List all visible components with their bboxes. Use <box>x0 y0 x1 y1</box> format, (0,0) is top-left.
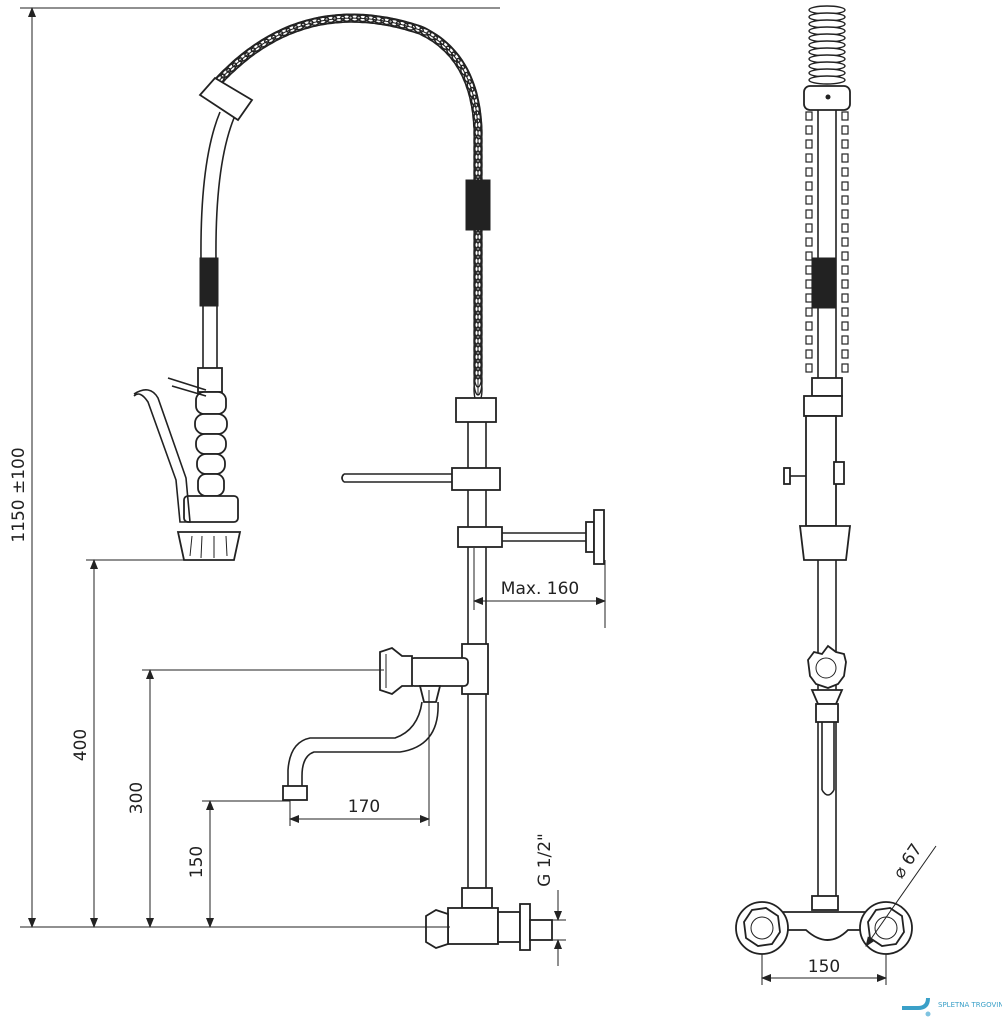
side-spring-segment <box>841 167 849 177</box>
side-spring-segment <box>841 363 849 373</box>
side-spring-segment <box>805 167 813 177</box>
side-spring-segment <box>805 279 813 289</box>
dim-spout-reach: 170 <box>348 797 380 817</box>
inlet-valve <box>425 887 553 951</box>
side-spring-segment <box>841 139 849 149</box>
side-spring-segment <box>841 111 849 121</box>
side-spring-loop <box>808 75 846 85</box>
mixer-valve <box>379 643 489 703</box>
side-spring-segment <box>805 349 813 359</box>
front-dimensions: 1150 ±100 400 300 150 170 Max. 160 G 1/2… <box>9 7 606 966</box>
side-spring-segment <box>841 349 849 359</box>
watermark-logo: SPLETNA TRGOVINA <box>902 998 1002 1017</box>
side-spring-segment <box>841 195 849 205</box>
side-spring-segment <box>805 321 813 331</box>
side-spring-segment <box>805 111 813 121</box>
side-spring-segment <box>805 363 813 373</box>
side-spring-segment <box>841 237 849 247</box>
side-spring-segment <box>805 293 813 303</box>
hose-ring <box>198 76 254 122</box>
spring-coil-back <box>214 17 479 395</box>
side-spring-segment <box>805 265 813 275</box>
side-spring-segment <box>805 223 813 233</box>
side-spring-segment <box>805 181 813 191</box>
side-spring-segment <box>841 223 849 233</box>
watermark-text: SPLETNA TRGOVINA <box>938 1001 1002 1009</box>
side-spring-segment <box>841 307 849 317</box>
side-spring-segment <box>805 209 813 219</box>
side-spring-segment <box>805 125 813 135</box>
side-spring-segment <box>841 293 849 303</box>
dim-thread: G 1/2" <box>535 833 555 887</box>
wall-support-arm <box>502 509 605 565</box>
side-spring-segment <box>805 251 813 261</box>
dim-center-distance: 150 <box>808 957 840 977</box>
side-spring-segment <box>805 139 813 149</box>
side-spring-segment <box>841 265 849 275</box>
side-spring-segment <box>805 195 813 205</box>
side-view <box>735 5 913 955</box>
riser-clamps <box>341 397 503 548</box>
dim-400: 400 <box>71 729 91 761</box>
dim-300: 300 <box>127 782 147 814</box>
side-spring <box>805 5 849 373</box>
dim-eccentric-diameter: ⌀ 67 <box>889 840 926 882</box>
side-spring-segment <box>841 209 849 219</box>
side-spring-segment <box>841 125 849 135</box>
side-spring-segment <box>805 307 813 317</box>
side-spring-segment <box>841 335 849 345</box>
side-spring-segment <box>805 335 813 345</box>
spray-tube <box>197 111 235 393</box>
side-spring-segment <box>841 321 849 331</box>
dim-150-height: 150 <box>187 846 207 878</box>
side-spring-segment <box>841 181 849 191</box>
dim-total-height: 1150 ±100 <box>9 447 29 542</box>
side-spring-segment <box>805 237 813 247</box>
side-spring-segment <box>841 153 849 163</box>
side-spring-segment <box>841 279 849 289</box>
dim-arm-reach: Max. 160 <box>501 579 579 599</box>
swing-spout <box>282 701 439 801</box>
spray-gun <box>133 377 242 561</box>
spring-dark-section <box>465 179 491 231</box>
front-view <box>133 13 605 951</box>
spring-coil <box>204 13 483 404</box>
side-spring-segment <box>805 153 813 163</box>
side-spring-segment <box>841 251 849 261</box>
